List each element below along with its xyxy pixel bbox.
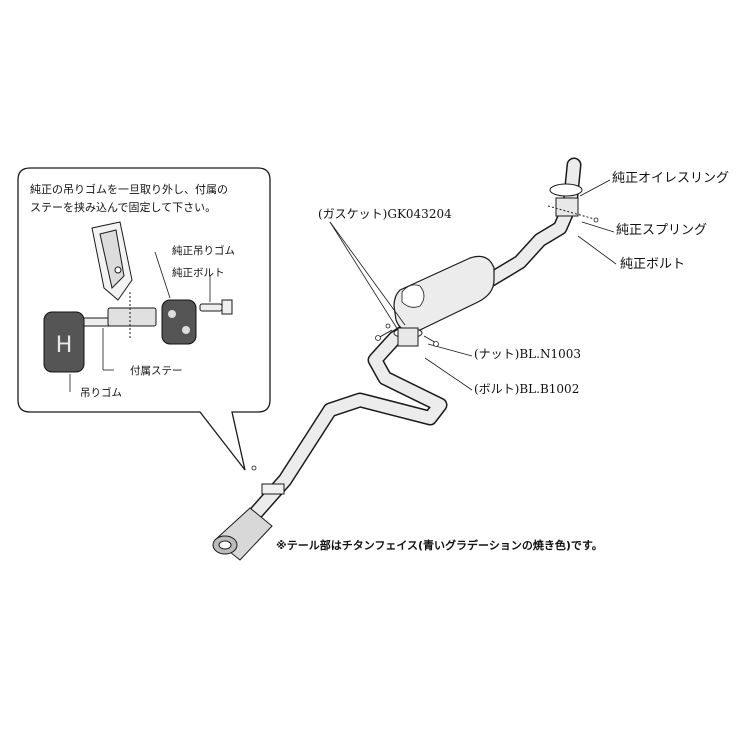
- callout-lines: [329, 179, 617, 391]
- inset-note-line1: 純正の吊りゴムを一旦取り外し、付属の: [30, 183, 228, 196]
- callout-oem-oil-ring: 純正オイレスリング: [612, 171, 730, 186]
- svg-text:H: H: [56, 333, 73, 358]
- hanger-rubber-large: H: [43, 311, 85, 373]
- oem-bracket: [91, 221, 133, 301]
- included-stay-part: [79, 292, 157, 340]
- label-oem-bolt-inset: 純正ボルト: [172, 267, 225, 279]
- label-included-stay: 付属ステー: [130, 365, 183, 377]
- callout-oem-spring: 純正スプリング: [616, 223, 708, 238]
- callout-oem-bolt: 純正ボルト: [620, 257, 686, 272]
- label-hanger-rubber: 吊りゴム: [80, 387, 122, 399]
- muffler: [393, 255, 495, 333]
- callout-gasket: (ガスケット)GK043204: [318, 207, 452, 221]
- inset-note-line2: ステーを挟み込んで固定して下さい。: [30, 201, 217, 214]
- tail-pipe: [212, 483, 285, 561]
- oem-hanger-rubber: [161, 299, 197, 345]
- label-oem-hanger-rubber: 純正吊りゴム: [172, 245, 235, 257]
- callout-nut: (ナット)BL.N1003: [474, 347, 582, 361]
- hardware-bits: [251, 217, 599, 471]
- oem-bolt-part: [199, 299, 233, 315]
- callout-bolt: (ボルト)BL.B1002: [474, 382, 580, 396]
- inset-leader-lines: [69, 251, 211, 392]
- front-flange: [547, 183, 599, 221]
- footnote: ※テール部はチタンフェイス(青いグラデーションの焼き色)です。: [276, 539, 603, 552]
- joint-flange: [377, 327, 439, 347]
